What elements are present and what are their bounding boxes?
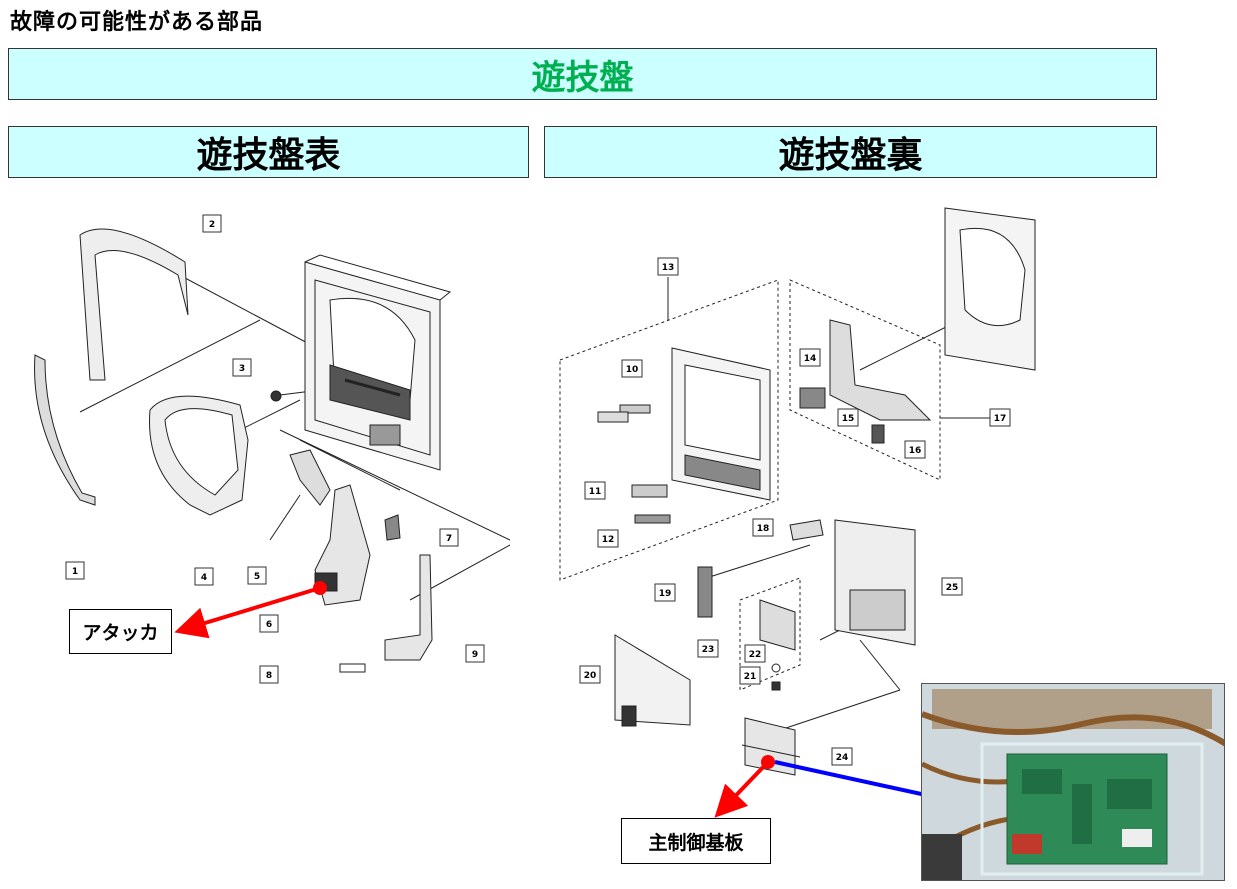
svg-text:19: 19 — [659, 589, 672, 599]
part-1-rail — [34, 354, 96, 506]
svg-text:21: 21 — [744, 672, 757, 682]
part-19 — [697, 566, 713, 618]
part-18 — [789, 519, 824, 541]
part-label-19: 19 — [654, 583, 676, 602]
part-7 — [384, 514, 401, 541]
svg-text:17: 17 — [994, 414, 1007, 424]
part-label-21: 21 — [739, 666, 761, 685]
svg-text:10: 10 — [626, 365, 639, 375]
part-label-4: 4 — [194, 567, 214, 586]
svg-text:9: 9 — [472, 650, 478, 660]
part-24-main-board — [744, 717, 796, 776]
main-banner: 遊技盤 — [8, 48, 1157, 100]
part-9-rail — [384, 554, 433, 661]
attacker-arrow — [174, 581, 327, 639]
back-assembly — [559, 207, 1036, 776]
part-label-23: 23 — [697, 639, 719, 658]
back-banner: 遊技盤裏 — [544, 126, 1157, 178]
part-label-25: 25 — [941, 577, 963, 596]
attacker-callout: アタッカ — [69, 609, 172, 654]
part-label-5: 5 — [247, 566, 267, 585]
svg-text:24: 24 — [836, 753, 849, 763]
part-label-20: 20 — [579, 665, 601, 684]
front-assembly — [34, 228, 511, 673]
group-23-box — [739, 577, 801, 691]
svg-text:4: 4 — [201, 573, 207, 583]
svg-text:8: 8 — [266, 671, 272, 681]
part-label-22: 22 — [744, 644, 766, 663]
main-board-callout: 主制御基板 — [621, 818, 771, 864]
svg-text:16: 16 — [909, 446, 922, 456]
group-13-box — [559, 279, 779, 581]
part-label-16: 16 — [904, 440, 926, 459]
part-label-15: 15 — [837, 408, 859, 427]
part-8 — [339, 663, 366, 673]
part-label-24: 24 — [831, 747, 853, 766]
part-label-6: 6 — [259, 614, 279, 633]
part-label-10: 10 — [621, 359, 643, 378]
part-label-9: 9 — [465, 644, 485, 663]
svg-text:7: 7 — [446, 534, 452, 544]
svg-text:5: 5 — [254, 572, 260, 582]
part-label-13: 13 — [657, 257, 679, 276]
main-board-arrow — [714, 755, 775, 818]
svg-text:11: 11 — [589, 487, 602, 497]
svg-text:12: 12 — [602, 535, 615, 545]
svg-text:23: 23 — [702, 645, 715, 655]
part-label-12: 12 — [597, 529, 619, 548]
part-label-1: 1 — [65, 561, 85, 580]
front-main-frame — [304, 254, 452, 471]
svg-text:22: 22 — [749, 650, 762, 660]
part-label-8: 8 — [259, 665, 279, 684]
part-label-14: 14 — [799, 348, 821, 367]
part-number-labels: 1 2 3 4 5 6 7 8 9 10 11 12 13 14 15 16 1… — [65, 214, 1011, 766]
svg-text:3: 3 — [239, 364, 245, 374]
svg-text:2: 2 — [209, 220, 215, 230]
main-board-photo-drawing — [922, 684, 1224, 880]
svg-text:13: 13 — [662, 263, 675, 273]
part-label-7: 7 — [439, 528, 459, 547]
part-label-17: 17 — [989, 408, 1011, 427]
svg-text:20: 20 — [584, 671, 597, 681]
front-banner: 遊技盤表 — [8, 126, 529, 178]
part-label-2: 2 — [202, 214, 222, 233]
part-label-11: 11 — [584, 481, 606, 500]
svg-text:15: 15 — [842, 414, 855, 424]
group-17-box — [789, 279, 941, 481]
page-title: 故障の可能性がある部品 — [10, 10, 264, 35]
svg-text:18: 18 — [757, 524, 770, 534]
part-20-board — [614, 634, 691, 726]
part-2-arch — [79, 228, 189, 381]
part-3-knob — [270, 390, 282, 402]
svg-text:14: 14 — [804, 354, 817, 364]
part-5 — [289, 449, 331, 506]
part-label-3: 3 — [232, 358, 252, 377]
svg-text:1: 1 — [72, 567, 78, 577]
part-label-18: 18 — [752, 518, 774, 537]
svg-text:6: 6 — [266, 620, 272, 630]
main-board-photo — [921, 683, 1225, 881]
svg-text:25: 25 — [946, 583, 959, 593]
